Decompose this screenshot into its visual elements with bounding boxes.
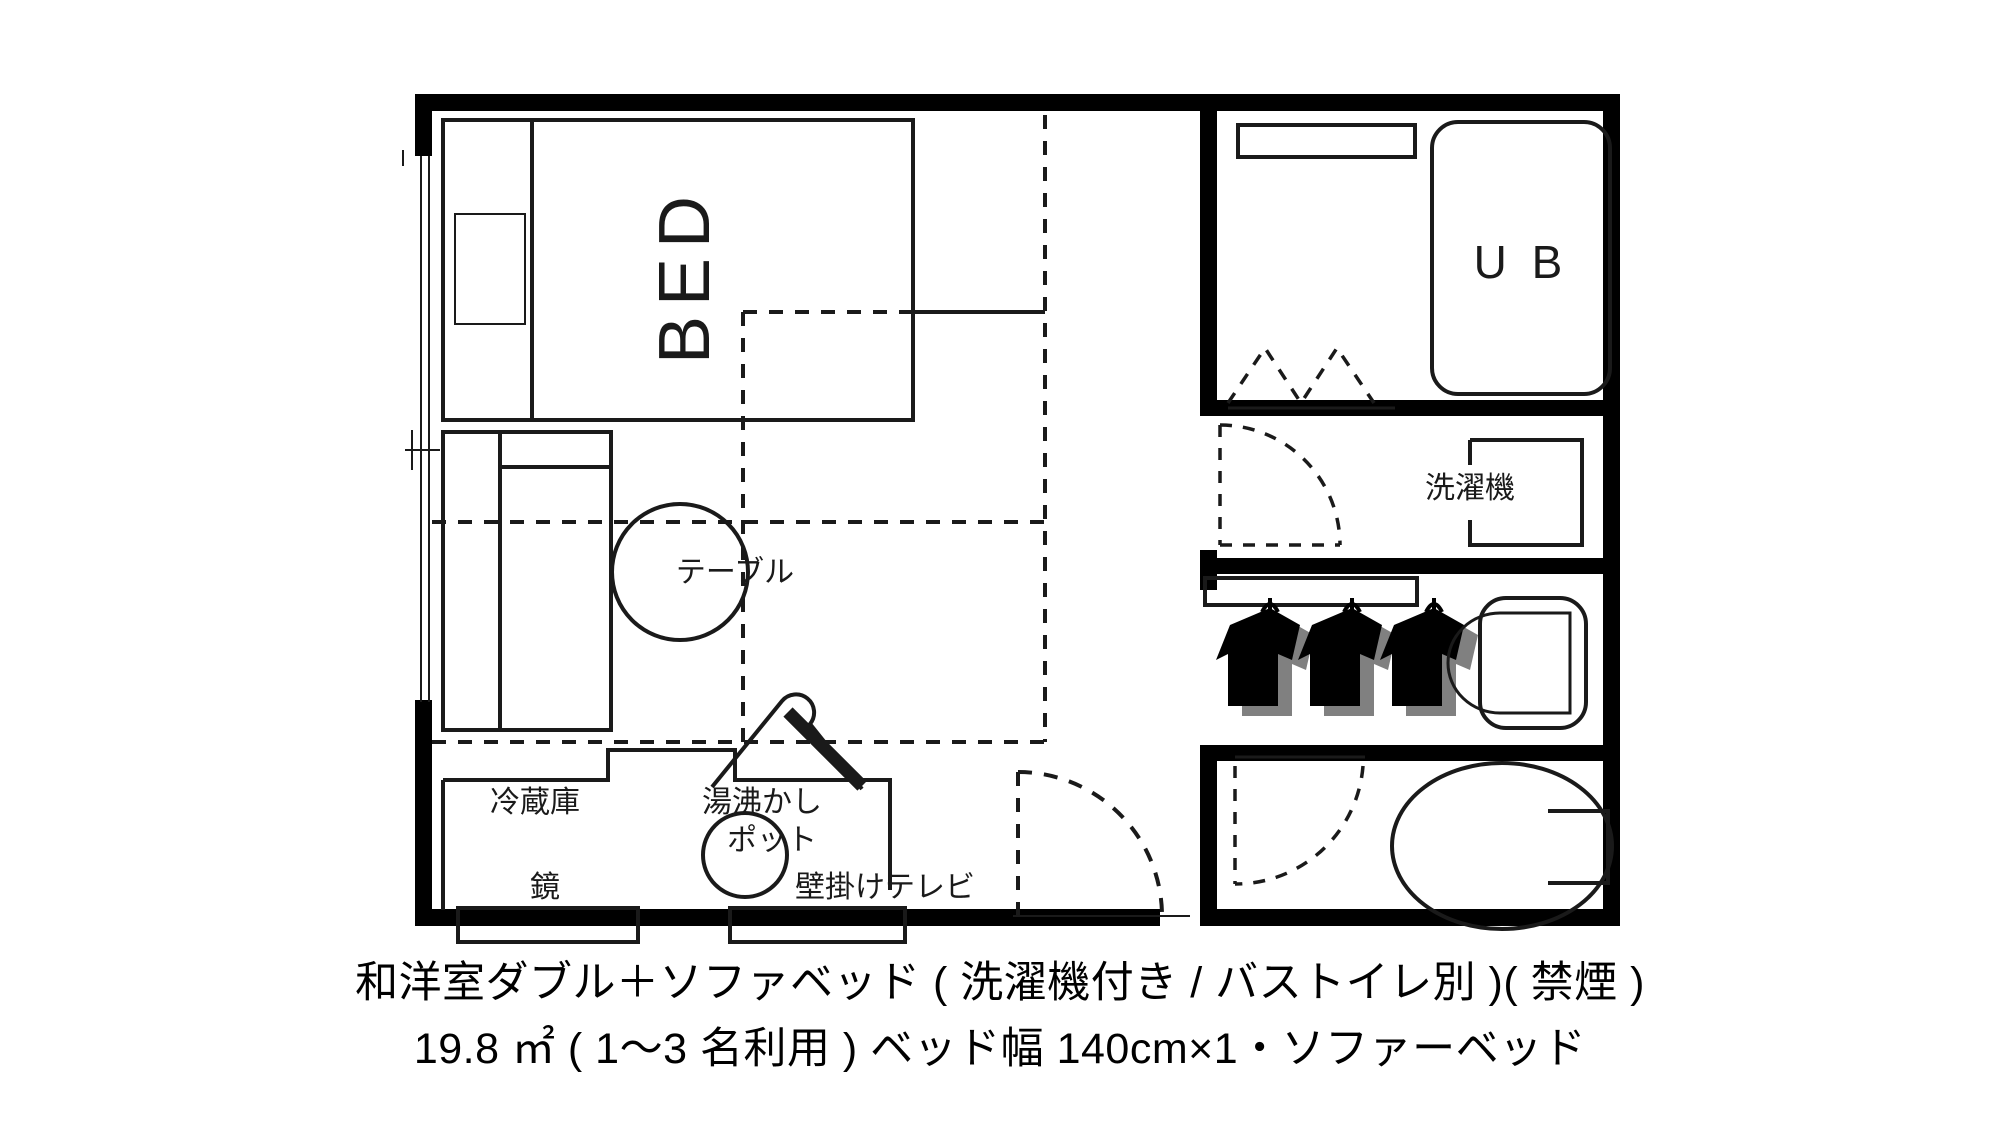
- kettle-icon: [701, 811, 789, 899]
- washing-machine-room: 洗濯機: [1218, 423, 1584, 547]
- caption-line-2: 19.8 ㎡ ( 1〜3 名利用 ) ベッド幅 140cm×1・ソファーベッド: [413, 1025, 1587, 1073]
- round-table-icon: テーブル: [610, 502, 794, 642]
- bath-shelf-icon: [1236, 123, 1417, 159]
- bath-door-icon: [1219, 423, 1342, 546]
- washing-machine-icon: [1468, 438, 1584, 547]
- outer-walls: [402, 94, 1620, 926]
- night-stand-icon: [454, 213, 526, 325]
- closet-rail-icon: [1203, 576, 1419, 607]
- bed-icon: BED: [441, 118, 915, 422]
- ironing-board-icon: [710, 692, 867, 791]
- fridge-label: 冷蔵庫: [490, 786, 580, 819]
- mirror-label: 鏡: [530, 871, 560, 904]
- kettle-label-line1: 湯沸かし: [702, 786, 822, 819]
- closet-and-basin-area: [1203, 576, 1588, 730]
- sofa-bed-icon: [441, 430, 613, 732]
- kettle-label-line2: ポット: [727, 824, 817, 857]
- caption-block: 和洋室ダブル＋ソファベッド ( 洗濯機付き / バストイレ別 )( 禁煙 ) 1…: [0, 950, 2000, 1082]
- folding-door-icon: [1226, 344, 1376, 407]
- table-label: テーブル: [676, 556, 794, 589]
- wall-tv-icon: [728, 906, 907, 944]
- mirror-icon: [456, 906, 640, 944]
- toilet-room: [1233, 755, 1614, 931]
- bathtub-icon: [1430, 120, 1612, 396]
- toilet-icon: [1390, 761, 1614, 931]
- caption-line-1: 和洋室ダブル＋ソファベッド ( 洗濯機付き / バストイレ別 )( 禁煙 ): [355, 959, 1645, 1007]
- wash-basin-icon: [1446, 596, 1588, 730]
- bed-label: BED: [645, 186, 725, 364]
- unit-bath-room: U B: [1226, 120, 1612, 410]
- entry-door-icon: [1013, 770, 1190, 917]
- bottom-furniture-run: 冷蔵庫 湯沸かし ポット 鏡 壁掛けテレビ: [441, 692, 975, 944]
- window-wall-icon: [402, 150, 440, 702]
- wall-tv-label: 壁掛けテレビ: [795, 871, 975, 904]
- hanging-clothes-icon: [1216, 598, 1478, 716]
- ub-label: U B: [1474, 236, 1569, 288]
- zone-dashed-lines: [432, 115, 1047, 744]
- washer-label: 洗濯機: [1425, 472, 1515, 505]
